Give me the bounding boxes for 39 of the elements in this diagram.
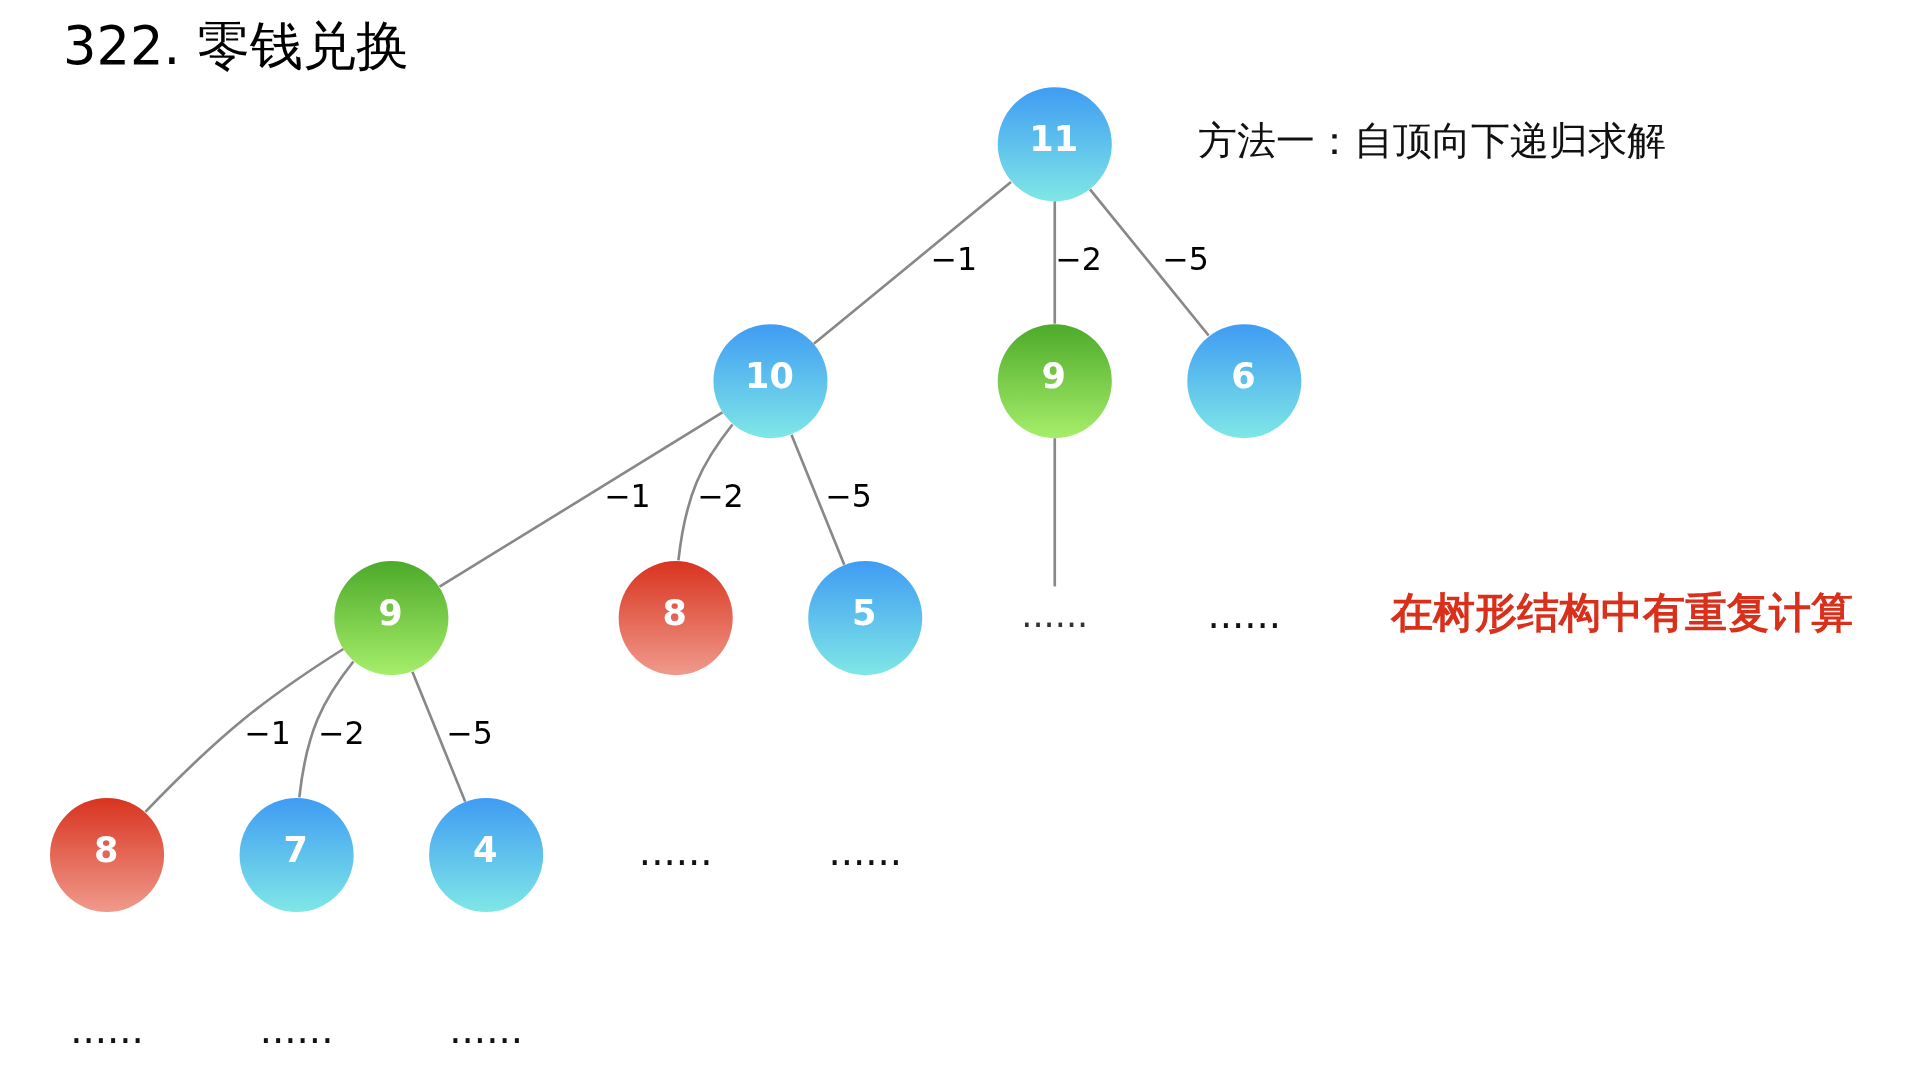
label: ...... — [449, 1006, 523, 1052]
connector — [1053, 201, 1057, 324]
label: ...... — [70, 1006, 144, 1052]
edge-label: −5 — [446, 715, 493, 752]
connector — [438, 411, 724, 588]
node-circle: 8 — [618, 561, 733, 676]
node-circle: 7 — [239, 798, 354, 913]
label: 在树形结构中有重复计算 — [1390, 588, 1853, 638]
connector — [1053, 438, 1057, 587]
node-circle: 10 — [713, 324, 828, 439]
connector — [144, 647, 345, 813]
node-circle: 9 — [997, 324, 1112, 439]
node-text: ...... — [1021, 593, 1089, 635]
connector — [677, 423, 734, 561]
connector — [790, 434, 846, 566]
edge-label: −2 — [697, 478, 744, 515]
edge-label: −1 — [930, 241, 978, 278]
edge-label: −2 — [318, 715, 365, 752]
connector — [298, 660, 355, 798]
edge-label: −1 — [244, 715, 291, 752]
node-circle: 4 — [429, 798, 544, 913]
edge-label: −2 — [1055, 241, 1102, 278]
connector — [411, 671, 467, 803]
diagram-title: 322. 零钱兑换 — [63, 15, 410, 77]
label: ...... — [259, 1006, 334, 1052]
label: ...... — [1207, 591, 1282, 637]
label: 方法一：自顶向下递归求解 — [1198, 118, 1667, 164]
label: ...... — [828, 828, 903, 874]
connector — [813, 180, 1012, 345]
edge-label: −5 — [825, 478, 872, 515]
node-circle: 6 — [1187, 324, 1302, 439]
edge-label: −5 — [1162, 241, 1209, 278]
node-circle: 9 — [334, 561, 449, 676]
node-circle: 11 — [997, 87, 1112, 202]
node-circle: 8 — [50, 798, 165, 913]
node-circle: 5 — [808, 561, 923, 676]
label: ...... — [638, 828, 713, 874]
edge-label: −1 — [604, 478, 651, 515]
connector — [1088, 188, 1210, 337]
